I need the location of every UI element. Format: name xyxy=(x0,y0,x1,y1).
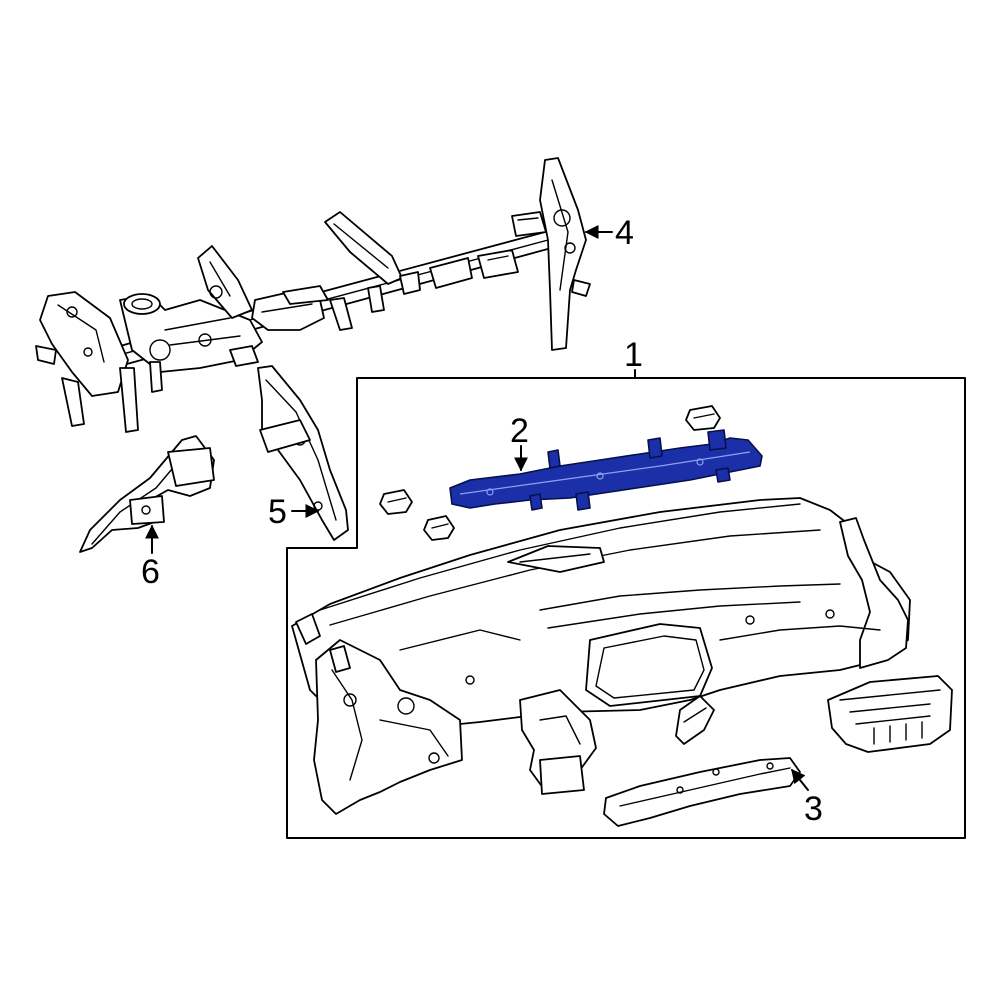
storage-unit xyxy=(827,675,953,753)
callout-2: 2 xyxy=(510,412,529,450)
callout-3: 3 xyxy=(804,790,823,828)
callout-5: 5 xyxy=(268,493,287,531)
callout-6: 6 xyxy=(141,553,160,591)
callout-4: 4 xyxy=(615,214,634,252)
lower-bracket-part-6 xyxy=(79,435,215,553)
reinforcement-part-2-highlighted xyxy=(449,429,763,511)
reinforcement-beam-part-4 xyxy=(35,157,591,433)
bracket-part-3 xyxy=(603,757,801,827)
leader-line-3 xyxy=(791,768,809,791)
group-1-box xyxy=(286,377,966,839)
instrument-panel-part-1 xyxy=(291,497,911,815)
callout-1: 1 xyxy=(624,336,643,374)
clip-fasteners xyxy=(379,405,721,541)
center-brace-part-5 xyxy=(257,365,349,541)
